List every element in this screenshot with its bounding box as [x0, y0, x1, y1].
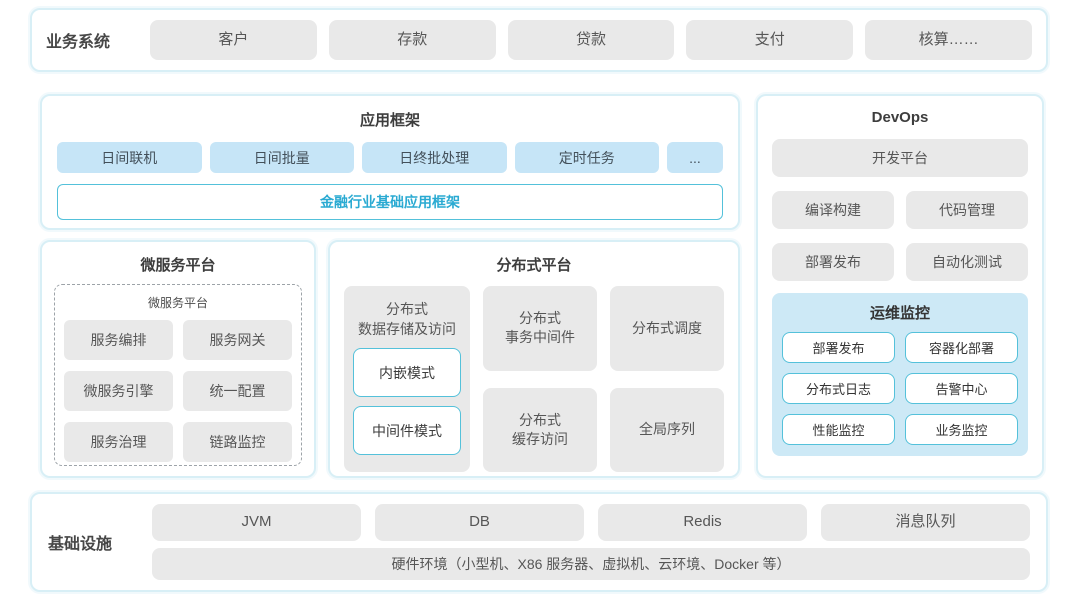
infra-db: DB	[375, 504, 585, 541]
business-systems-panel: 业务系统 客户 存款 贷款 支付 核算……	[30, 8, 1048, 72]
hardware-environment-bar: 硬件环境（小型机、X86 服务器、虚拟机、云环境、Docker 等）	[152, 548, 1030, 580]
infrastructure-body: JVM DB Redis 消息队列 硬件环境（小型机、X86 服务器、虚拟机、云…	[152, 504, 1031, 580]
devops-tool-build: 编译构建	[772, 191, 894, 229]
microservice-grid: 服务编排 服务网关 微服务引擎 统一配置 服务治理 链路监控	[64, 320, 292, 462]
app-framework-modules: 日间联机 日间批量 日终批处理 定时任务 ...	[57, 142, 723, 173]
global-sequence: 全局序列	[610, 387, 724, 472]
infrastructure-row: JVM DB Redis 消息队列	[152, 504, 1031, 541]
distributed-platform-panel: 分布式平台 分布式 数据存储及访问 内嵌模式 中间件模式 分布式 事务中间件 分…	[328, 240, 740, 478]
microservice-platform-title: 微服务平台	[140, 257, 216, 274]
distributed-right-column: 分布式调度 全局序列	[610, 286, 724, 472]
ops-monitoring-panel: 运维监控 部署发布 容器化部署 分布式日志 告警中心 性能监控 业务监控	[772, 293, 1028, 456]
ops-monitoring-title: 运维监控	[869, 305, 930, 322]
devops-tool-autotest: 自动化测试	[906, 243, 1028, 281]
business-system-item-deposit: 存款	[328, 20, 496, 60]
infrastructure-label: 基础设施	[48, 536, 113, 553]
business-system-item-loan: 贷款	[507, 20, 675, 60]
storage-mode-middleware: 中间件模式	[353, 406, 461, 456]
app-framework-panel: 应用框架 日间联机 日间批量 日终批处理 定时任务 ... 金融行业基础应用框架	[40, 94, 740, 230]
module-more-ellipsis: ...	[667, 142, 723, 173]
distributed-body: 分布式 数据存储及访问 内嵌模式 中间件模式 分布式 事务中间件 分布式 缓存访…	[344, 286, 724, 472]
microservice-inner-box: 微服务平台 服务编排 服务网关 微服务引擎 统一配置 服务治理 链路监控	[54, 284, 302, 466]
business-system-item-customer: 客户	[150, 20, 317, 60]
infrastructure-panel: 基础设施 JVM DB Redis 消息队列 硬件环境（小型机、X86 服务器、…	[30, 492, 1048, 592]
storage-mode-embedded: 内嵌模式	[353, 348, 461, 398]
module-daytime-batch: 日间批量	[209, 142, 354, 173]
ms-engine: 微服务引擎	[64, 371, 173, 411]
distributed-cache-access: 分布式 缓存访问	[483, 387, 597, 472]
microservice-platform-panel: 微服务平台 微服务平台 服务编排 服务网关 微服务引擎 统一配置 服务治理 链路…	[40, 240, 316, 478]
infra-jvm: JVM	[152, 504, 362, 541]
monitor-performance: 性能监控	[782, 414, 895, 445]
devops-title: DevOps	[871, 109, 929, 126]
monitor-alert-center: 告警中心	[905, 373, 1018, 404]
distributed-middle-column: 分布式 事务中间件 分布式 缓存访问	[483, 286, 597, 472]
distributed-platform-title: 分布式平台	[496, 257, 572, 274]
module-daytime-online: 日间联机	[57, 142, 202, 173]
ms-service-orchestration: 服务编排	[64, 320, 173, 360]
ms-service-governance: 服务治理	[64, 422, 173, 462]
ms-unified-config: 统一配置	[183, 371, 292, 411]
business-systems-row: 客户 存款 贷款 支付 核算……	[150, 20, 1032, 60]
app-framework-title: 应用框架	[359, 112, 420, 129]
devops-dev-platform: 开发平台	[772, 139, 1028, 177]
infra-message-queue: 消息队列	[821, 504, 1031, 541]
distributed-transaction-middleware: 分布式 事务中间件	[483, 286, 597, 371]
business-system-item-accounting: 核算……	[865, 20, 1032, 60]
distributed-scheduler: 分布式调度	[610, 286, 724, 371]
business-system-item-payment: 支付	[686, 20, 854, 60]
monitor-deploy-release: 部署发布	[782, 332, 895, 363]
ops-monitoring-grid: 部署发布 容器化部署 分布式日志 告警中心 性能监控 业务监控	[782, 332, 1018, 445]
distributed-storage-label: 分布式 数据存储及访问	[358, 301, 456, 337]
business-systems-label: 业务系统	[46, 34, 111, 51]
devops-tool-code-mgmt: 代码管理	[906, 191, 1028, 229]
monitor-container-deploy: 容器化部署	[905, 332, 1018, 363]
ms-service-gateway: 服务网关	[183, 320, 292, 360]
monitor-distributed-log: 分布式日志	[782, 373, 895, 404]
module-eod-batch: 日终批处理	[362, 142, 507, 173]
monitor-business: 业务监控	[905, 414, 1018, 445]
devops-panel: DevOps 开发平台 编译构建 代码管理 部署发布 自动化测试 运维监控 部署…	[756, 94, 1044, 478]
devops-tools-grid: 编译构建 代码管理 部署发布 自动化测试	[772, 191, 1028, 281]
devops-tool-deploy: 部署发布	[772, 243, 894, 281]
module-scheduled-tasks: 定时任务	[514, 142, 659, 173]
base-framework-box: 金融行业基础应用框架	[57, 184, 723, 220]
distributed-storage-box: 分布式 数据存储及访问 内嵌模式 中间件模式	[344, 286, 470, 472]
microservice-inner-title: 微服务平台	[147, 296, 208, 310]
ms-trace-monitoring: 链路监控	[183, 422, 292, 462]
infra-redis: Redis	[598, 504, 808, 541]
